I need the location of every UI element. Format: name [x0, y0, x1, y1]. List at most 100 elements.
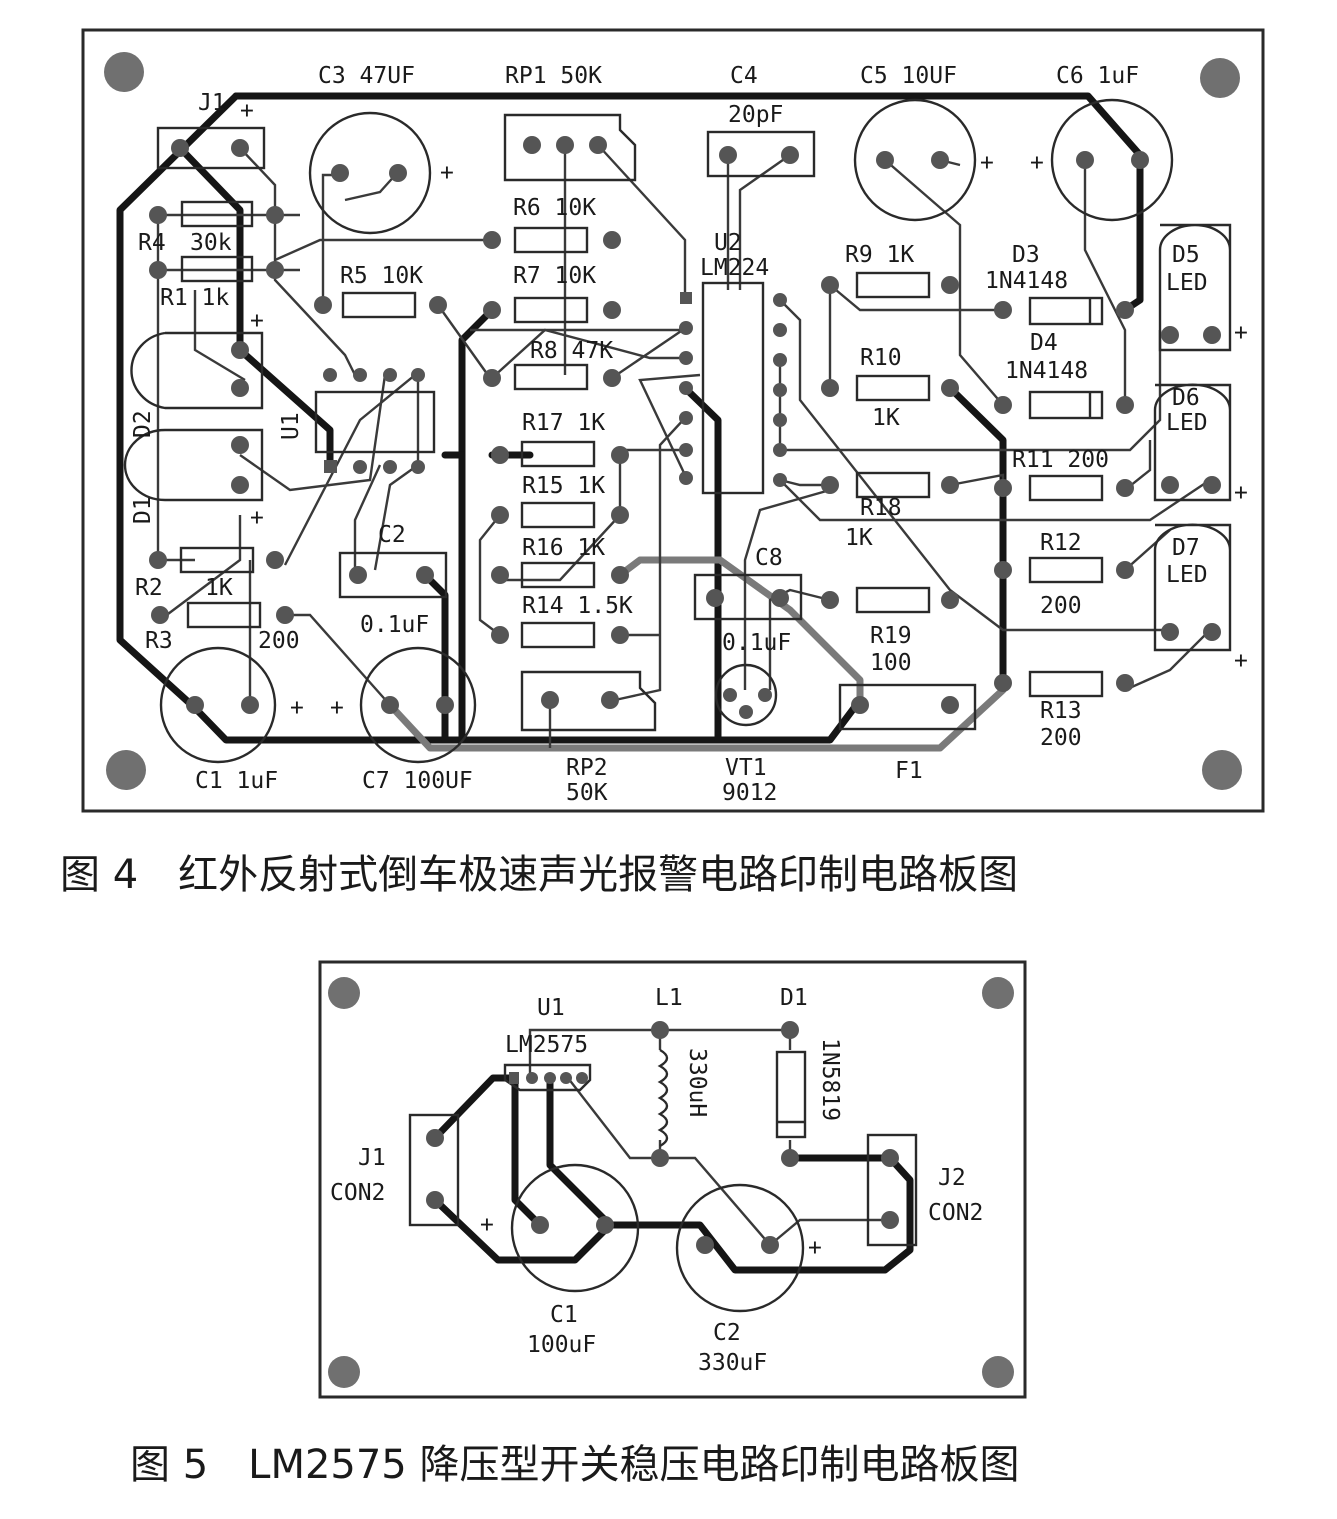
- component-outlines: [123, 98, 1232, 764]
- label-r19: R19: [870, 623, 912, 649]
- label-r17: R17 1K: [522, 410, 605, 436]
- label-vt1: VT1: [725, 755, 767, 781]
- label-r18: R18: [860, 495, 902, 521]
- label-c4-value: 20pF: [728, 102, 783, 128]
- mounting-hole: [106, 750, 146, 790]
- board-outline-5: [318, 960, 1027, 1399]
- label-r11: R11 200: [1012, 447, 1109, 473]
- figure5-board: U1 LM2575 L1 D1 330uH 1N5819 J1 CON2 J2 …: [318, 960, 1027, 1399]
- label-r8: R8 47K: [530, 338, 613, 364]
- trace-u1-gnd: [546, 1074, 614, 1229]
- label-r6: R6 10K: [513, 195, 596, 221]
- label-r4-value: 30k: [190, 230, 232, 256]
- label-c2-value: 330uF: [698, 1350, 767, 1376]
- label-d6: D6: [1172, 385, 1200, 411]
- label-d4-value: 1N4148: [1005, 358, 1088, 384]
- label-d4: D4: [1030, 330, 1058, 356]
- plus-sign: +: [1234, 480, 1248, 506]
- figure4-labels: C3 47UF RP1 50K C4 20pF C5 10UF C6 1uF J…: [130, 63, 1248, 806]
- mounting-hole: [982, 977, 1014, 1009]
- figure4-caption: 图 4 红外反射式倒车极速声光报警电路印制电路板图: [60, 852, 1018, 898]
- plus-sign: +: [250, 308, 264, 334]
- label-c1: C1 1uF: [195, 768, 278, 794]
- label-r4: R4: [138, 230, 166, 256]
- figure4-board: C3 47UF RP1 50K C4 20pF C5 10UF C6 1uF J…: [81, 28, 1265, 813]
- label-r15: R15 1K: [522, 473, 605, 499]
- label-d1: D1: [130, 496, 156, 524]
- plus-sign: +: [480, 1212, 494, 1238]
- plus-sign: +: [1234, 648, 1248, 674]
- label-j1-type: CON2: [330, 1180, 385, 1206]
- mounting-hole: [104, 52, 144, 92]
- pads: [149, 136, 1221, 719]
- label-c5: C5 10UF: [860, 63, 957, 89]
- label-c2-value: 0.1uF: [360, 612, 429, 638]
- label-vt1-value: 9012: [722, 780, 777, 806]
- label-rp1: RP1 50K: [505, 63, 602, 89]
- label-l1-value: 330uH: [684, 1048, 710, 1117]
- trace-grey-c8: [616, 556, 864, 704]
- label-j2-type: CON2: [928, 1200, 983, 1226]
- label-d7-led: LED: [1166, 562, 1208, 588]
- plus-sign: +: [1030, 150, 1044, 176]
- label-r3: R3: [145, 628, 173, 654]
- fig5-pads: [426, 1021, 899, 1254]
- label-u2: U2: [714, 230, 742, 256]
- label-u1: U1: [537, 995, 565, 1021]
- label-j1: J1: [198, 90, 226, 116]
- label-c3: C3 47UF: [318, 63, 415, 89]
- label-d3: D3: [1012, 242, 1040, 268]
- label-c8-value: 0.1uF: [722, 630, 791, 656]
- label-r2-value: 1K: [205, 575, 233, 601]
- label-r1: R1 1k: [160, 285, 229, 311]
- label-rp2-value: 50K: [566, 780, 608, 806]
- label-d5: D5: [1172, 242, 1200, 268]
- label-r16: R16 1K: [522, 535, 605, 561]
- label-r3-value: 200: [258, 628, 300, 654]
- label-r12: R12: [1040, 530, 1082, 556]
- label-c1: C1: [550, 1302, 578, 1328]
- label-r2: R2: [135, 575, 163, 601]
- label-r9: R9 1K: [845, 242, 914, 268]
- label-r13-value: 200: [1040, 725, 1082, 751]
- plus-sign: +: [440, 160, 454, 186]
- plus-sign: +: [330, 695, 344, 721]
- label-l1: L1: [655, 985, 683, 1011]
- plus-sign: +: [980, 150, 994, 176]
- label-lm224: LM224: [700, 255, 769, 281]
- label-r12-value: 200: [1040, 593, 1082, 619]
- label-c7: C7 100UF: [362, 768, 473, 794]
- mounting-hole: [1200, 58, 1240, 98]
- board-outline-4: [81, 28, 1265, 813]
- figure5-caption: 图 5 LM2575 降压型开关稳压电路印制电路板图: [130, 1442, 1019, 1488]
- plus-sign: +: [808, 1235, 822, 1261]
- trace-r10-right: [946, 384, 1007, 684]
- label-j2: J2: [938, 1165, 966, 1191]
- mounting-hole: [1202, 750, 1242, 790]
- plus-sign: +: [1234, 320, 1248, 346]
- trace-ground-return: [431, 1154, 914, 1274]
- label-r10: R10: [860, 345, 902, 371]
- label-c4: C4: [730, 63, 758, 89]
- label-d7: D7: [1172, 535, 1200, 561]
- label-d1: D1: [780, 985, 808, 1011]
- label-c6: C6 1uF: [1056, 63, 1139, 89]
- label-c8: C8: [755, 545, 783, 571]
- label-r18-value: 1K: [845, 525, 873, 551]
- label-r14: R14 1.5K: [522, 593, 633, 619]
- label-d6-led: LED: [1166, 410, 1208, 436]
- label-c2: C2: [378, 522, 406, 548]
- label-j1: J1: [358, 1145, 386, 1171]
- label-r19-value: 100: [870, 650, 912, 676]
- label-u1: U1: [278, 412, 304, 440]
- mounting-hole: [982, 1356, 1014, 1388]
- label-r13: R13: [1040, 698, 1082, 724]
- figure5-labels: U1 LM2575 L1 D1 330uH 1N5819 J1 CON2 J2 …: [330, 985, 983, 1376]
- label-d2: D2: [130, 410, 156, 438]
- label-c1-value: 100uF: [527, 1332, 596, 1358]
- trace-u2-vt1: [681, 384, 722, 744]
- label-rp2: RP2: [566, 755, 608, 781]
- plus-sign: +: [240, 98, 254, 124]
- label-c2: C2: [713, 1320, 741, 1346]
